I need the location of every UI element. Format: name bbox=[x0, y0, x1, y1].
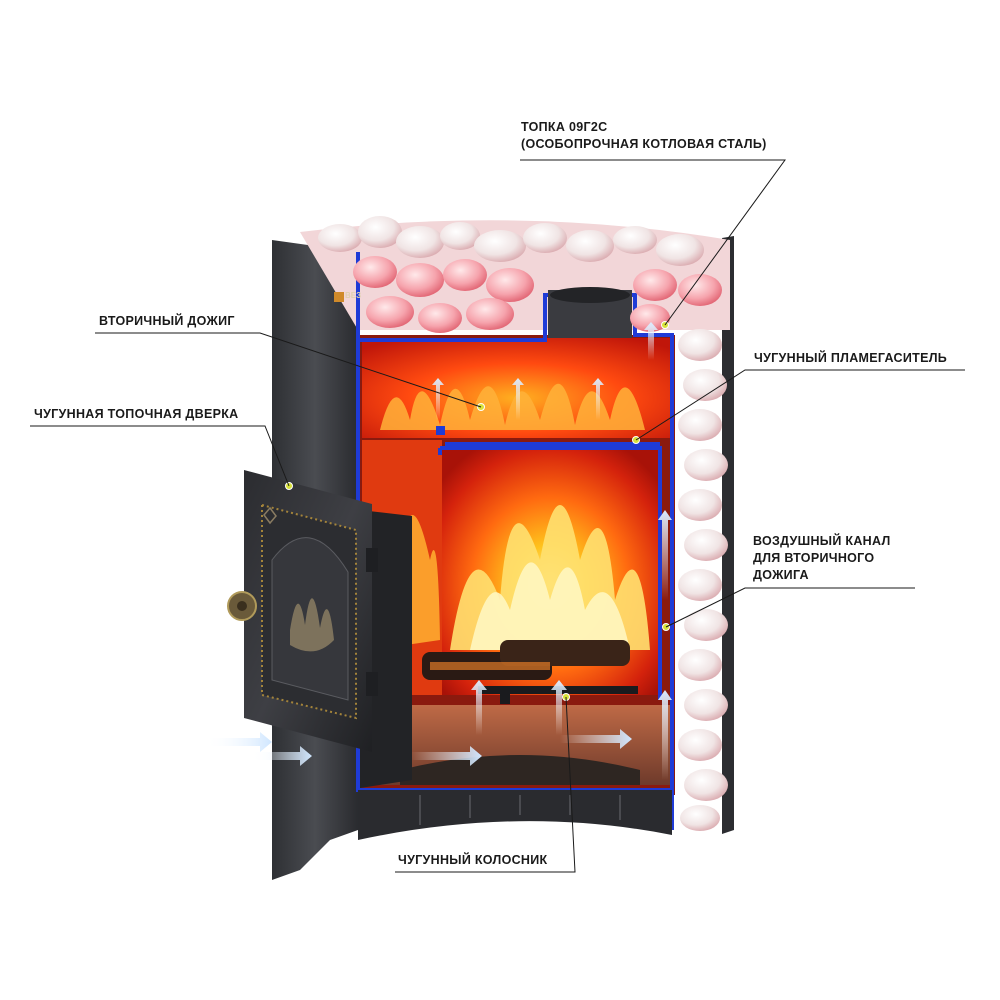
brand-mark-text: ВЕЗ bbox=[345, 291, 362, 300]
leader-lines bbox=[30, 159, 965, 873]
air-flow-arrows bbox=[432, 378, 604, 735]
air-channel-arrows bbox=[644, 322, 672, 780]
burning-logs bbox=[422, 640, 630, 680]
ash-pile bbox=[400, 755, 640, 785]
door-hinge-top bbox=[366, 548, 378, 572]
label-air-channel: ВОЗДУШНЫЙ КАНАЛ ДЛЯ ВТОРИЧНОГО ДОЖИГА bbox=[753, 533, 891, 584]
label-flame-arrester: ЧУГУННЫЙ ПЛАМЕГАСИТЕЛЬ bbox=[754, 351, 948, 365]
stove-base bbox=[358, 790, 672, 840]
label-air-channel-line1: ВОЗДУШНЫЙ КАНАЛ bbox=[753, 534, 891, 548]
label-firebox-steel-line2: (ОСОБОПРОЧНАЯ КОТЛОВАЯ СТАЛЬ) bbox=[521, 137, 767, 151]
label-firebox-steel: ТОПКА 09Г2С (ОСОБОПРОЧНАЯ КОТЛОВАЯ СТАЛЬ… bbox=[521, 119, 767, 153]
sauna-stones-top bbox=[318, 216, 722, 333]
base-ribs bbox=[419, 795, 621, 825]
afterburn-nozzle bbox=[436, 426, 445, 435]
sauna-stones-side bbox=[678, 329, 728, 831]
brand-badge bbox=[334, 292, 344, 302]
door-hinge-bottom bbox=[366, 672, 378, 696]
air-intake-arrows bbox=[205, 729, 632, 766]
label-firebox-door: ЧУГУННАЯ ТОПОЧНАЯ ДВЕРКА bbox=[34, 407, 239, 421]
top-flames bbox=[380, 383, 645, 430]
label-firebox-steel-line1: ТОПКА 09Г2С bbox=[521, 120, 608, 134]
label-air-channel-line2: ДЛЯ ВТОРИЧНОГО bbox=[753, 551, 875, 565]
door-flame-relief bbox=[290, 598, 334, 652]
door-diamond-emblem bbox=[263, 506, 277, 525]
door-frame bbox=[360, 510, 412, 788]
label-secondary-afterburn: ВТОРИЧНЫЙ ДОЖИГ bbox=[99, 314, 235, 328]
chimney-opening bbox=[550, 287, 630, 303]
flame-arrester-plate bbox=[445, 442, 660, 449]
door-handle-hub bbox=[237, 601, 247, 611]
label-air-channel-line3: ДОЖИГА bbox=[753, 568, 809, 582]
label-grate: ЧУГУННЫЙ КОЛОСНИК bbox=[398, 853, 548, 867]
